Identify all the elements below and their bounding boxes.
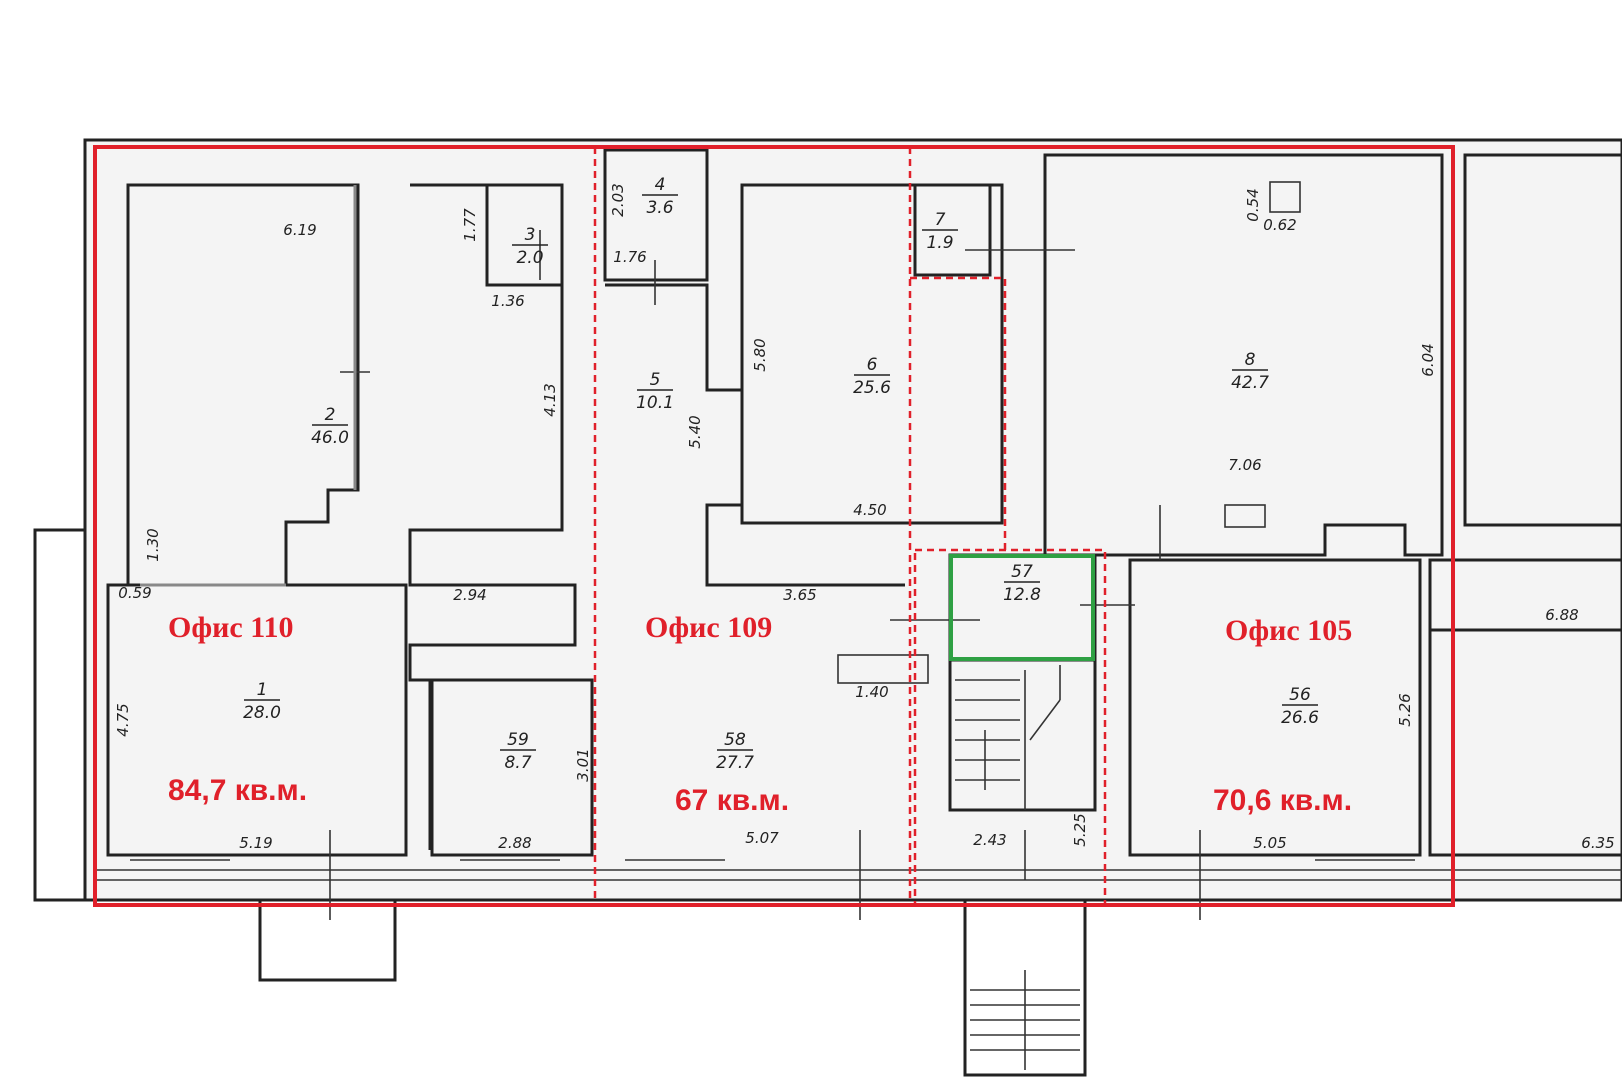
dimension-label: 5.40: [686, 415, 704, 448]
dimension-label: 6.35: [1581, 834, 1614, 852]
plan-details: [95, 181, 1622, 1070]
room-4-area: 3.6: [646, 198, 673, 218]
room-59-area: 8.7: [504, 753, 531, 773]
room-8-area: 42.7: [1231, 373, 1269, 393]
room-4-label: 43.6: [642, 175, 678, 218]
dimension-label: 6.04: [1419, 343, 1437, 376]
office-boundaries: [93, 145, 1455, 907]
room-57-area: 12.8: [1003, 585, 1041, 605]
dimension-label: 5.07: [745, 829, 779, 847]
room-labels: 246.032.043.6510.1625.671.9842.75712.812…: [243, 175, 1319, 773]
dimension-label: 1.77: [461, 208, 479, 242]
dimension-label: 6.19: [283, 221, 316, 239]
dimension-label: 4.75: [114, 703, 132, 736]
room-5-number: 5: [650, 370, 661, 390]
dimension-labels: 6.19 1.77 1.36 4.13 1.30 0.59 2.94 4.75 5.19 2.88…: [114, 183, 1615, 852]
dimension-label: 3.65: [783, 586, 816, 604]
dimension-label: 2.94: [453, 586, 486, 604]
room-58-label: 58 27.7: [716, 730, 754, 773]
entrance-stairs: [970, 970, 1080, 1070]
room-3-area: 2.0: [516, 248, 543, 268]
room-56-area: 26.6: [1281, 708, 1319, 728]
room-6-number: 6: [867, 355, 878, 375]
dimension-label: 7.06: [1228, 456, 1261, 474]
dimension-label: 4.13: [541, 383, 559, 416]
stairwell: [955, 665, 1061, 810]
plan-backdrop: [85, 140, 1622, 900]
dimension-label: 1.76: [613, 248, 646, 266]
room-58-number: 58: [724, 730, 746, 750]
dimension-label: 1.40: [855, 683, 888, 701]
office-110-area: 84,7 кв.м.: [168, 774, 307, 807]
dimension-label: 5.19: [239, 834, 272, 852]
room-59-number: 59: [507, 730, 529, 750]
room-6-label: 625.6: [853, 355, 891, 398]
office-109-name[interactable]: Офис 109: [645, 611, 772, 644]
room-56-number: 56: [1289, 685, 1311, 705]
office-105-area: 70,6 кв.м.: [1213, 784, 1352, 817]
dimension-label: 1.30: [144, 528, 162, 561]
dimension-label: 2.03: [609, 183, 627, 216]
room-2-number: 2: [325, 405, 336, 425]
room-7-area: 1.9: [926, 233, 953, 253]
room-1-label: 128.0: [243, 680, 281, 723]
room-2-area: 46.0: [311, 428, 349, 448]
office-105-name[interactable]: Офис 105: [1225, 614, 1352, 647]
dimension-label: 5.25: [1071, 813, 1089, 846]
dimension-label: 0.54: [1244, 188, 1262, 221]
dimension-label: 2.88: [498, 834, 531, 852]
dimension-label: 2.43: [973, 831, 1006, 849]
dimension-label: 0.62: [1263, 216, 1296, 234]
room-6-area: 25.6: [853, 378, 891, 398]
dimension-label: 0.59: [118, 584, 151, 602]
room-59-label: 598.7: [500, 730, 536, 773]
dimension-label: 6.88: [1545, 606, 1578, 624]
room-7-number: 7: [935, 210, 946, 230]
room-3-label: 32.0: [512, 225, 548, 268]
room-5-label: 510.1: [636, 370, 674, 413]
room-5-area: 10.1: [636, 393, 674, 413]
partition-line: [140, 185, 357, 587]
dimension-label: 3.01: [574, 748, 592, 781]
room-57-label: 57 12.8: [1003, 562, 1041, 605]
dimension-label: 5.05: [1253, 834, 1286, 852]
dimension-label: 5.26: [1396, 693, 1414, 726]
office-110-name[interactable]: Офис 110: [168, 611, 294, 644]
room-8-label: 842.7: [1231, 350, 1269, 393]
room-1-number: 1: [257, 680, 268, 700]
room-58-area: 27.7: [716, 753, 754, 773]
room-1-area: 28.0: [243, 703, 281, 723]
room-7-label: 71.9: [922, 210, 958, 253]
dimension-label: 5.80: [751, 338, 769, 371]
dimension-label: 1.36: [491, 292, 524, 310]
office-109-area: 67 кв.м.: [675, 784, 789, 817]
room-2-label: 246.0: [311, 405, 349, 448]
room-56-label: 56 26.6: [1281, 685, 1319, 728]
room-3-number: 3: [525, 225, 536, 245]
room-57-number: 57: [1011, 562, 1033, 582]
dimension-label: 4.50: [853, 501, 886, 519]
room-4-number: 4: [655, 175, 666, 195]
highlighted-room-57[interactable]: [949, 554, 1095, 661]
room-8-number: 8: [1245, 350, 1256, 370]
